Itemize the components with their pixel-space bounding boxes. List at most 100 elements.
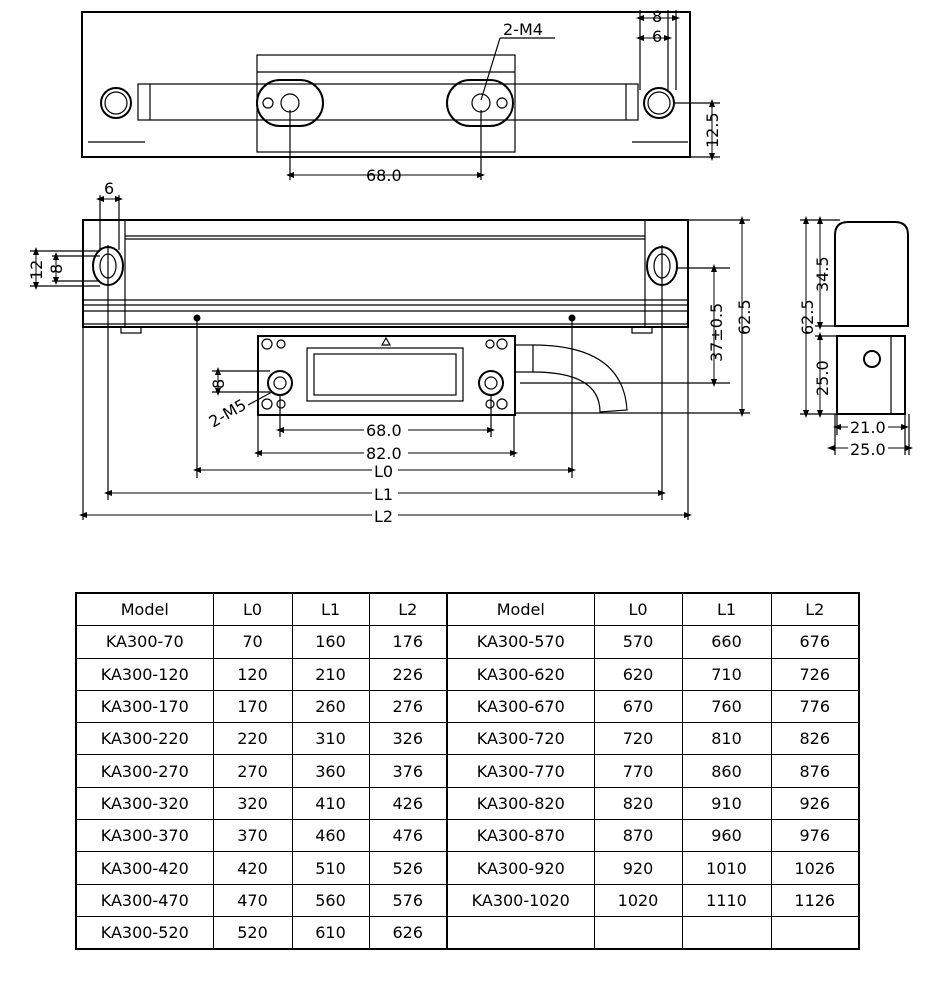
table-cell: 320	[212, 786, 293, 821]
table-cell: KA300-670	[446, 689, 595, 724]
technical-drawing: 68.0 2-M4 8 6 12.5 6	[27, 7, 913, 526]
column-header: L2	[770, 592, 860, 627]
table-cell: 170	[212, 689, 293, 724]
column-header: L0	[593, 592, 683, 627]
table-cell: 226	[368, 657, 448, 691]
dim-8-top: 8	[652, 7, 662, 26]
table-cell: 576	[368, 883, 448, 917]
table-cell: 610	[291, 915, 370, 950]
table-cell: 870	[593, 819, 683, 853]
table-cell: 426	[368, 786, 448, 821]
table-cell: KA300-920	[446, 851, 595, 885]
table-cell: 710	[681, 657, 772, 691]
dim-L0: L0	[374, 462, 393, 481]
table-cell: 670	[593, 689, 683, 724]
table-cell: 70	[212, 625, 293, 659]
table-cell: 1010	[681, 851, 772, 885]
column-header: Model	[75, 592, 214, 627]
table-cell: 460	[291, 819, 370, 853]
table-cell: 1020	[593, 883, 683, 917]
dim-12-front: 12	[27, 260, 46, 280]
dim-34-5-side: 34.5	[813, 256, 832, 292]
table-cell: 220	[212, 722, 293, 756]
column-header: L0	[212, 592, 293, 627]
table-cell: 470	[212, 883, 293, 917]
table-cell: 410	[291, 786, 370, 821]
column-header: L1	[681, 592, 772, 627]
column-header: L1	[291, 592, 370, 627]
table-cell: 370	[212, 819, 293, 853]
table-cell: 826	[770, 722, 860, 756]
table-cell: 376	[368, 754, 448, 788]
thread-label-m4: 2-M4	[503, 20, 543, 39]
front-view: 6 12 8 8 2-M5 68.0 82.0 L0 L1 L2 37±0.5 …	[27, 179, 754, 526]
table-cell: 676	[770, 625, 860, 659]
table-cell: KA300-370	[75, 819, 214, 853]
table-cell: 310	[291, 722, 370, 756]
table-cell: 476	[368, 819, 448, 853]
dim-6-front: 6	[104, 179, 114, 198]
dim-8-front: 8	[47, 264, 66, 274]
dim-25-width-side: 25.0	[850, 440, 886, 459]
empty-cell	[593, 915, 683, 950]
column-header: Model	[446, 592, 595, 627]
table-cell: KA300-170	[75, 689, 214, 724]
dim-82-front: 82.0	[366, 444, 402, 463]
table-cell: KA300-1020	[446, 883, 595, 917]
empty-cell	[446, 915, 595, 950]
table-cell: KA300-720	[446, 722, 595, 756]
table-cell: 1110	[681, 883, 772, 917]
table-cell: 876	[770, 754, 860, 788]
dim-62-5-side: 62.5	[798, 299, 817, 335]
table-cell: 360	[291, 754, 370, 788]
table-cell: KA300-220	[75, 722, 214, 756]
table-cell: 726	[770, 657, 860, 691]
table-cell: 860	[681, 754, 772, 788]
table-cell: 560	[291, 883, 370, 917]
dim-62-5-front: 62.5	[735, 299, 754, 335]
dim-12-5-top: 12.5	[703, 112, 722, 148]
column-header: L2	[368, 592, 448, 627]
dim-25-side: 25.0	[813, 360, 832, 396]
table-cell: 720	[593, 722, 683, 756]
top-view: 68.0 2-M4 8 6 12.5	[81, 7, 722, 185]
table-cell: 626	[368, 915, 448, 950]
side-view: 62.5 34.5 25.0 21.0 25.0	[798, 216, 913, 459]
empty-cell	[681, 915, 772, 950]
thread-label-m5: 2-M5	[206, 395, 250, 431]
dim-37-front: 37±0.5	[707, 303, 726, 362]
table-cell: 510	[291, 851, 370, 885]
table-cell: KA300-570	[446, 625, 595, 659]
table-cell: 520	[212, 915, 293, 950]
table-cell: KA300-320	[75, 786, 214, 821]
dim-68-front: 68.0	[366, 421, 402, 440]
table-cell: KA300-620	[446, 657, 595, 691]
table-cell: 420	[212, 851, 293, 885]
table-cell: 660	[681, 625, 772, 659]
table-cell: 160	[291, 625, 370, 659]
table-cell: 960	[681, 819, 772, 853]
table-cell: 260	[291, 689, 370, 724]
table-cell: 1026	[770, 851, 860, 885]
dim-21-side: 21.0	[850, 418, 886, 437]
table-cell: KA300-470	[75, 883, 214, 917]
empty-cell	[770, 915, 860, 950]
table-cell: KA300-820	[446, 786, 595, 821]
table-cell: KA300-870	[446, 819, 595, 853]
table-cell: 620	[593, 657, 683, 691]
table-cell: 526	[368, 851, 448, 885]
table-cell: KA300-120	[75, 657, 214, 691]
table-cell: 810	[681, 722, 772, 756]
table-cell: 820	[593, 786, 683, 821]
table-cell: KA300-520	[75, 915, 214, 950]
table-cell: 120	[212, 657, 293, 691]
